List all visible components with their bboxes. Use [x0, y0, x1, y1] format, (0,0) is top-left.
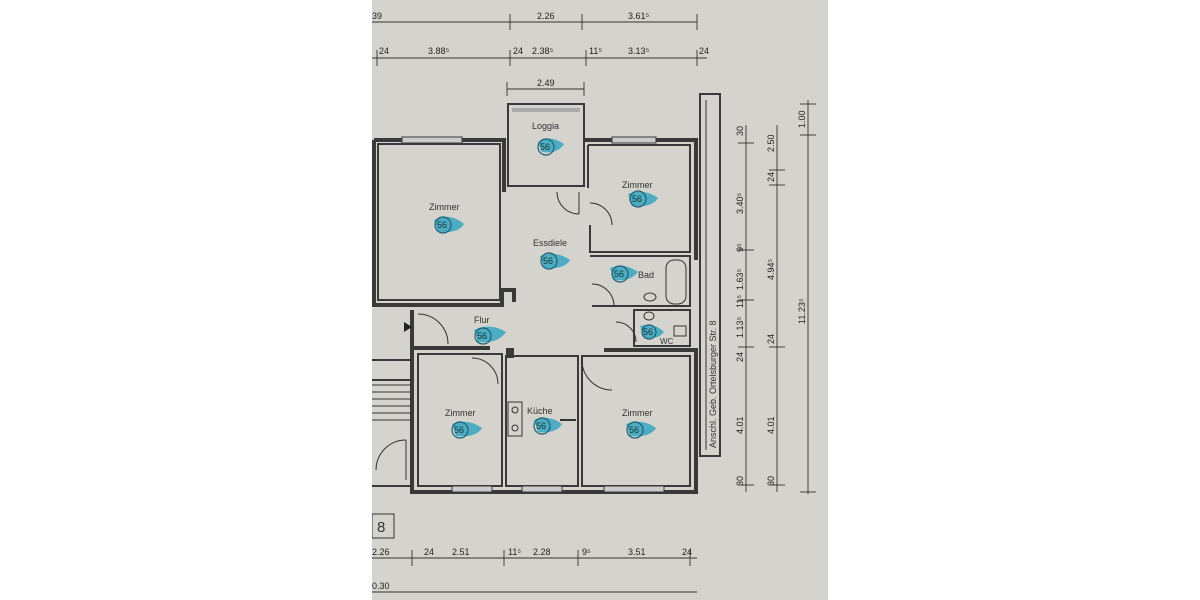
dim-r1-c: 9⁵ [735, 243, 745, 252]
dim-top2-d: 2.38⁵ [532, 46, 554, 56]
dim-top1-a: 39 [372, 11, 382, 21]
dim-r1-a: 30 [735, 126, 745, 136]
dim-r1-h: 4.01 [735, 416, 745, 434]
marker-text: 56 [477, 331, 487, 341]
top-dimensions: 39 2.26 3.61⁵ 24 3.88⁵ 24 2.38⁵ 11⁵ 3.13… [372, 11, 709, 96]
room-zimmer-2: Zimmer 56 [622, 180, 658, 208]
stair-number: 8 [377, 519, 385, 536]
dim-bot-h: 24 [682, 547, 692, 557]
room-zimmer-4: Zimmer 56 [622, 408, 656, 439]
dim-bot-c: 2.51 [452, 547, 470, 557]
room-kueche: Küche 56 [527, 406, 562, 435]
room-flur: Flur 56 [474, 315, 506, 345]
room-bad: 56 Bad [610, 265, 654, 283]
floor-plan: 39 2.26 3.61⁵ 24 3.88⁵ 24 2.38⁵ 11⁵ 3.13… [372, 11, 816, 593]
dim-r2-a: 2.50 [766, 134, 776, 152]
room-label: Zimmer [622, 408, 653, 418]
room-label: Küche [527, 406, 553, 416]
dim-top2-e: 11⁵ [589, 46, 602, 56]
street-label: Anschl. Geb. Ortelsburger Str. 8 [708, 320, 718, 448]
dim-loggia: 2.49 [537, 78, 555, 88]
room-zimmer-3: Zimmer 56 [445, 408, 482, 439]
dim-r1-b: 3.40⁵ [735, 192, 745, 214]
dim-top2-f: 3.13⁵ [628, 46, 650, 56]
dim-r2-e: 4.01 [766, 416, 776, 434]
room-label: Essdiele [533, 238, 567, 248]
marker-text: 56 [629, 425, 639, 435]
marker-text: 56 [614, 269, 624, 279]
bottom-dimensions: 2.26 24 2.51 11⁵ 2.28 9⁵ 3.51 24 0.30 [372, 547, 697, 593]
room-label: Bad [638, 270, 654, 280]
room-label: Zimmer [622, 180, 653, 190]
dim-r3-a: 1.00 [797, 110, 807, 128]
marker-text: 56 [643, 327, 653, 337]
dim-r2-d: 24 [766, 334, 776, 344]
dim-top2-a: 24 [379, 46, 389, 56]
dim-r1-g: 24 [735, 352, 745, 362]
right-dimensions: 30 3.40⁵ 9⁵ 1.63⁵ 11⁵ 1.13⁵ 24 4.01 30 2… [735, 100, 816, 494]
walls [372, 93, 721, 494]
dim-r1-f: 1.13⁵ [735, 316, 745, 338]
dim-top2-c: 24 [513, 46, 523, 56]
dim-top2-b: 3.88⁵ [428, 46, 450, 56]
dim-top1-b: 2.26 [537, 11, 555, 21]
dim-r2-c: 4.94⁵ [766, 258, 776, 280]
marker-text: 56 [536, 421, 546, 431]
stair-number-box [372, 513, 395, 539]
dim-bot-b: 24 [424, 547, 434, 557]
dim-bot-e: 2.28 [533, 547, 551, 557]
dim-r1-d: 1.63⁵ [735, 268, 745, 290]
dim-bot-a: 2.26 [372, 547, 390, 557]
dim-r1-i: 30 [735, 476, 745, 486]
dim-r3-b: 11.23⁵ [797, 298, 807, 324]
room-label: Loggia [532, 121, 559, 131]
dim-r2-f: 30 [766, 476, 776, 486]
room-loggia: Loggia 56 [532, 121, 564, 156]
room-zimmer-1: Zimmer 56 [429, 202, 464, 234]
dim-bot-f: 9⁵ [582, 547, 591, 557]
room-label: WC [660, 337, 674, 346]
dim-top2-g: 24 [699, 46, 709, 56]
room-label: Flur [474, 315, 490, 325]
marker-text: 56 [632, 194, 642, 204]
dim-bot-d: 11⁵ [508, 547, 521, 557]
dim-r2-b: 24 [766, 172, 776, 182]
room-label: Zimmer [445, 408, 476, 418]
dim-r1-e: 11⁵ [735, 295, 745, 308]
room-wc: 56 WC [640, 324, 674, 346]
dim-top1-c: 3.61⁵ [628, 11, 650, 21]
room-essdiele: Essdiele 56 [533, 238, 570, 270]
marker-text: 56 [540, 142, 550, 152]
dim-bot2-a: 0.30 [372, 581, 390, 591]
marker-text: 56 [543, 256, 553, 266]
dim-bot-g: 3.51 [628, 547, 646, 557]
floor-plan-photo: 39 2.26 3.61⁵ 24 3.88⁵ 24 2.38⁵ 11⁵ 3.13… [372, 0, 828, 600]
marker-text: 56 [454, 425, 464, 435]
marker-text: 56 [437, 220, 447, 230]
room-label: Zimmer [429, 202, 460, 212]
